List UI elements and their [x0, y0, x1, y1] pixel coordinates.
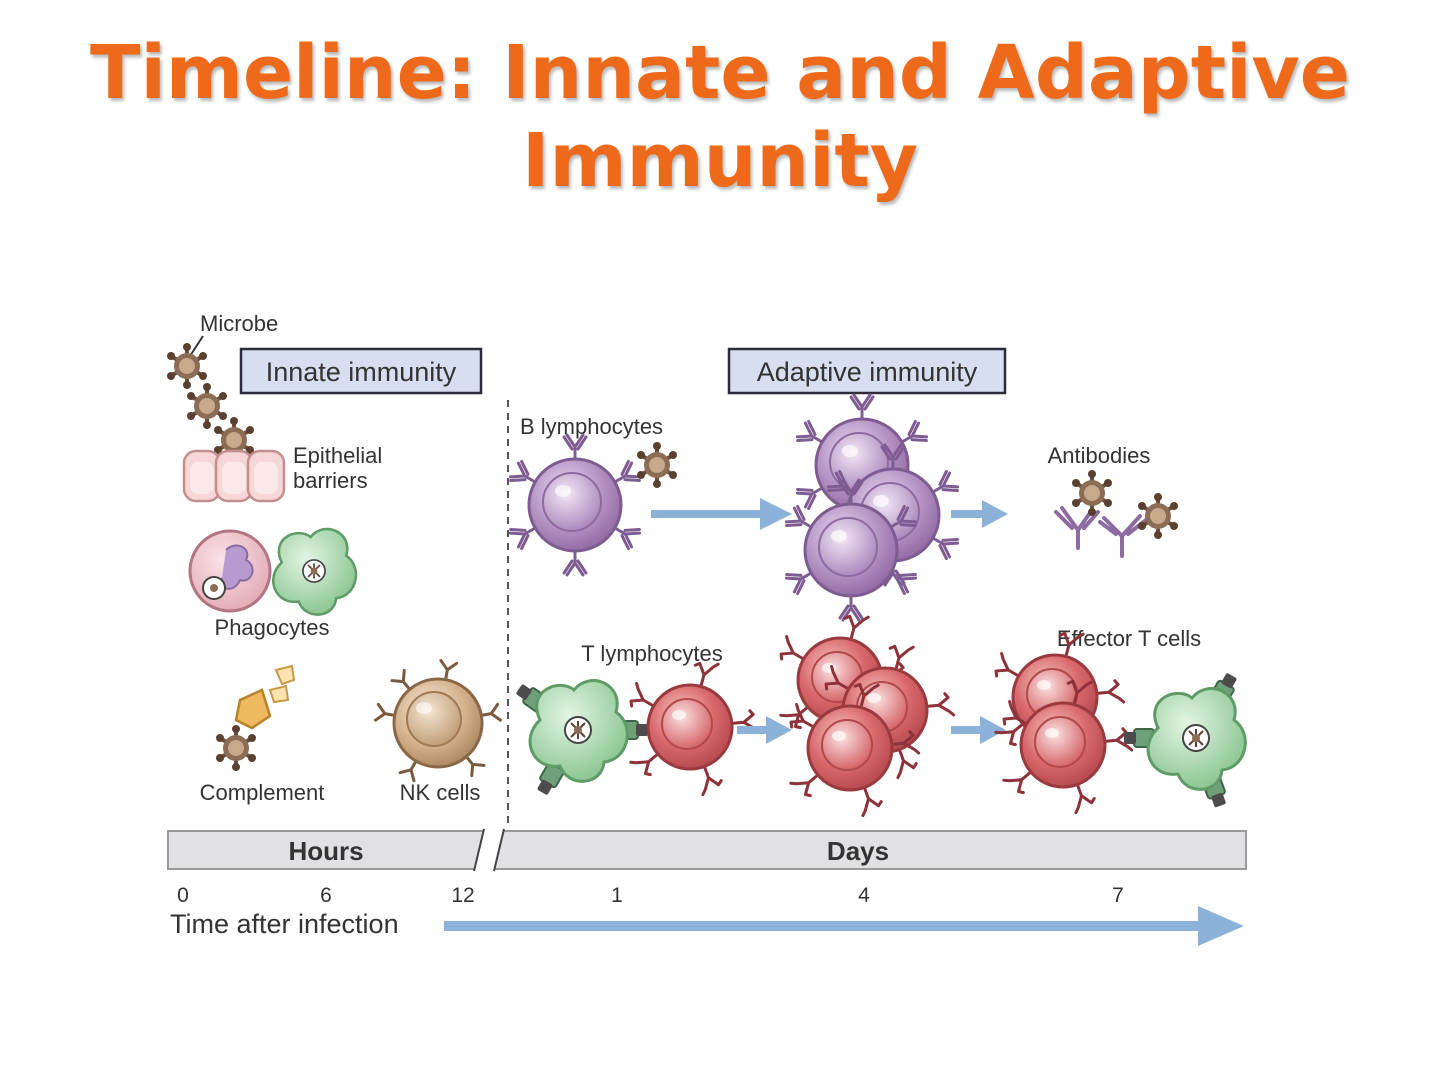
tick-label: 0: [177, 884, 189, 907]
microbe-label: Microbe: [200, 311, 278, 336]
complement-icon: [234, 664, 296, 730]
effector-t-cells-icon: [991, 628, 1132, 812]
arrow-b-proliferation: [651, 498, 792, 530]
tick-label: 6: [320, 884, 332, 907]
axis-title: Time after infection: [170, 909, 399, 939]
antigen-presenting-cell-icon: [512, 679, 649, 798]
tick-label: 4: [858, 884, 870, 907]
adaptive-immunity-box: [727, 347, 1007, 395]
complement-label: Complement: [200, 780, 325, 805]
nk-cell-icon: [374, 659, 502, 783]
epithelial-label-2: barriers: [293, 468, 368, 493]
microbe-icon: [214, 723, 258, 773]
timeline-bar: [167, 830, 1247, 870]
innate-immunity-box: [239, 347, 483, 395]
microbe-icon: [635, 440, 679, 490]
hours-label: Hours: [288, 836, 363, 866]
t-cell-clone-icon: [776, 611, 954, 815]
b-lymphocytes-label: B lymphocytes: [520, 414, 663, 439]
tick-label: 7: [1112, 884, 1124, 907]
arrow-t-differentiation: [951, 716, 1006, 744]
page-title-line2: Immunity: [521, 118, 919, 204]
macrophage-icon: [271, 527, 358, 616]
microbe-icon: [1136, 491, 1180, 541]
epithelial-barrier-icon: [182, 449, 286, 503]
epithelial-label-1: Epithelial: [293, 443, 382, 468]
microbe-icon: [165, 341, 209, 391]
b-lymphocyte-icon: [509, 435, 641, 575]
page-title-line1: Timeline: Innate and Adaptive: [90, 30, 1350, 116]
tick-label: 1: [611, 884, 623, 907]
timeline-break: [473, 828, 485, 872]
microbe-icon: [185, 381, 229, 431]
b-cell-clone-icon: [785, 395, 959, 620]
phagocytes-label: Phagocytes: [215, 615, 330, 640]
arrow-t-proliferation: [737, 716, 792, 744]
time-arrow: [444, 906, 1244, 946]
effector-t-cells-label: Effector T cells: [1057, 626, 1201, 651]
arrow-b-differentiation: [951, 500, 1008, 528]
t-lymphocytes-label: T lymphocytes: [581, 641, 722, 666]
neutrophil-icon: [188, 529, 272, 613]
days-label: Days: [827, 836, 889, 866]
microbe-icon: [1070, 468, 1114, 518]
adaptive-immunity-label: Adaptive immunity: [757, 357, 978, 387]
nk-cells-label: NK cells: [400, 780, 481, 805]
antibodies-label: Antibodies: [1048, 443, 1151, 468]
antigen-presenting-cell-icon: [1123, 670, 1247, 810]
innate-immunity-label: Innate immunity: [266, 357, 457, 387]
tick-label: 12: [451, 884, 474, 907]
antibody-icon: [1054, 506, 1148, 558]
